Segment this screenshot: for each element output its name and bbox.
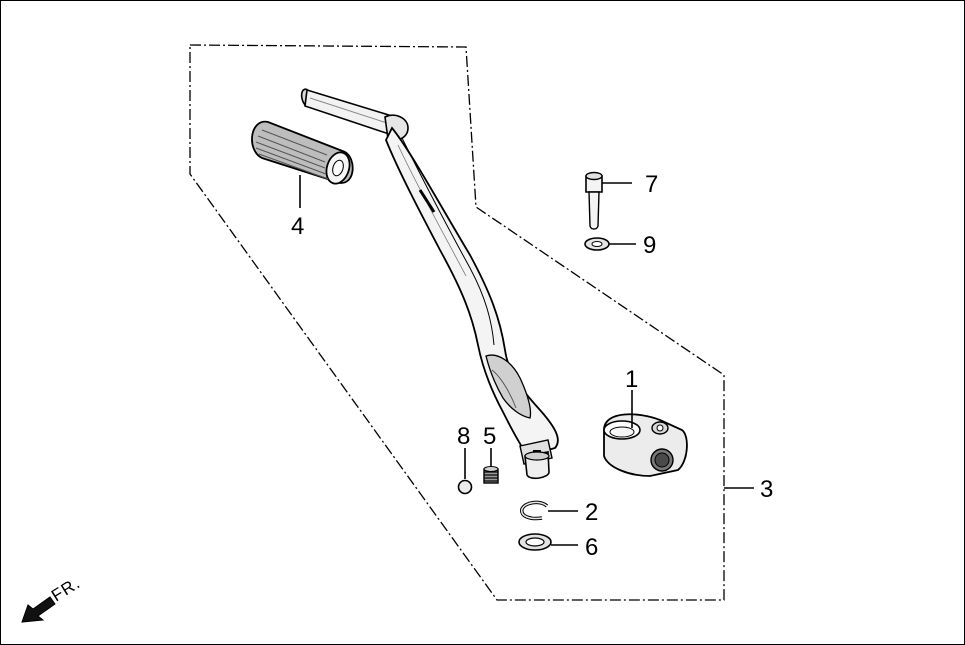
part-6-washer: 6 bbox=[518, 533, 598, 561]
part-4-rubber-grip: 4 bbox=[251, 121, 354, 240]
callout-5: 5 bbox=[483, 423, 496, 450]
part-1-clamp: 1 bbox=[603, 366, 688, 477]
callout-7: 7 bbox=[645, 171, 658, 198]
part-8-ball: 8 bbox=[457, 423, 473, 495]
callout-8: 8 bbox=[457, 423, 470, 450]
callout-1: 1 bbox=[625, 366, 638, 393]
part-9-washer: 9 bbox=[584, 232, 656, 259]
part-5-spring: 5 bbox=[483, 423, 499, 484]
callout-2: 2 bbox=[585, 499, 598, 526]
part-3-assembly-callout: 3 bbox=[724, 476, 773, 503]
assembly-boundary bbox=[189, 44, 725, 601]
callout-6: 6 bbox=[585, 534, 598, 561]
callout-4: 4 bbox=[291, 213, 304, 240]
callout-3: 3 bbox=[760, 476, 773, 503]
front-direction-arrow-icon: FR. bbox=[21, 573, 84, 623]
kick-starter-arm bbox=[300, 88, 559, 480]
part-7-bolt: 7 bbox=[585, 171, 658, 230]
front-direction-label: FR. bbox=[48, 573, 84, 605]
part-2-circlip: 2 bbox=[520, 499, 598, 526]
callout-9: 9 bbox=[643, 232, 656, 259]
